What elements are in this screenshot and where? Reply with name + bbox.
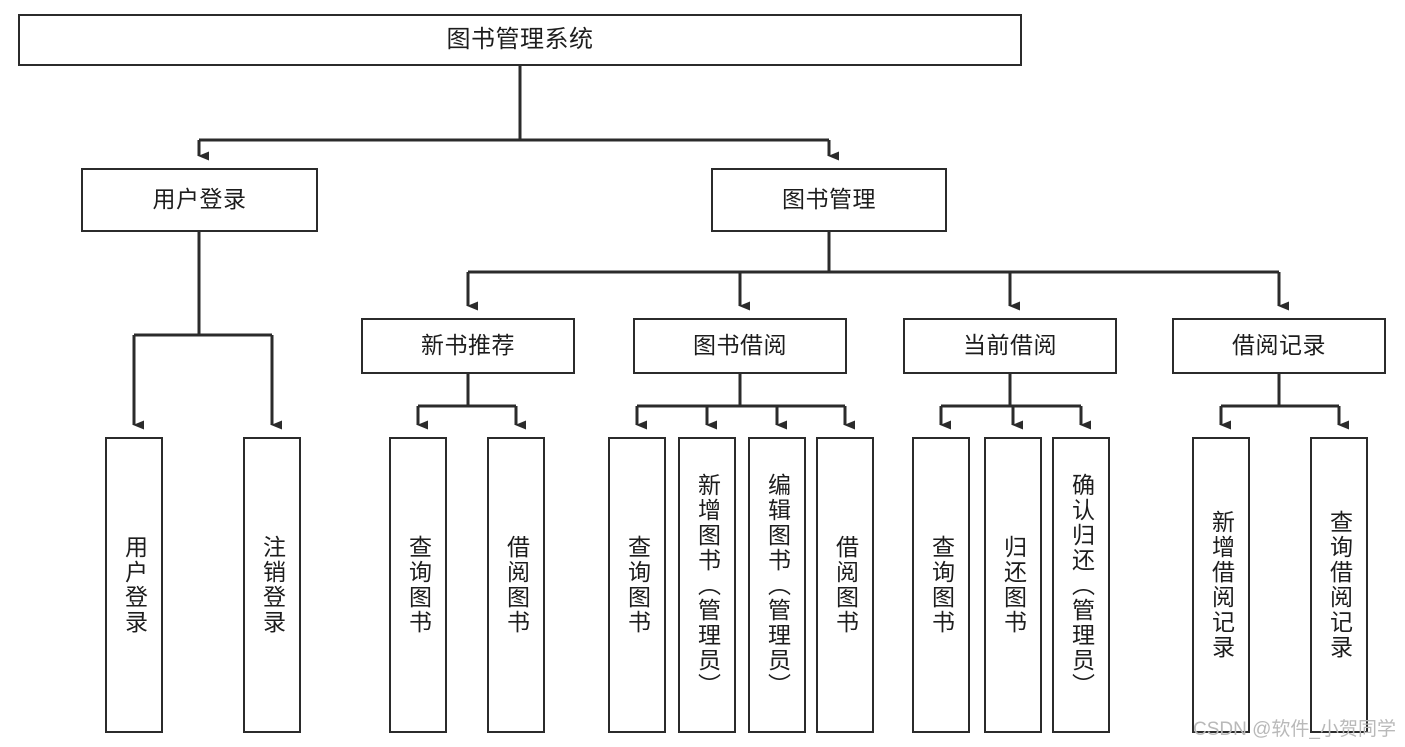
node-leaf-logout-label: 注销登录	[259, 535, 286, 635]
node-leaf-query-record-label: 查询借阅记录	[1326, 510, 1353, 660]
node-user-login[interactable]: 用户登录	[81, 168, 318, 232]
node-leaf-add-record[interactable]: 新增借阅记录	[1192, 437, 1250, 733]
node-leaf-logout[interactable]: 注销登录	[243, 437, 301, 733]
node-root-label: 图书管理系统	[446, 25, 594, 53]
node-book-borrow[interactable]: 图书借阅	[633, 318, 847, 374]
node-user-login-label: 用户登录	[152, 186, 247, 213]
node-book-management-label: 图书管理	[782, 186, 876, 213]
node-leaf-query-book-3[interactable]: 查询图书	[912, 437, 970, 733]
node-new-book-recommend-label: 新书推荐	[421, 332, 515, 359]
node-leaf-borrow-book-1[interactable]: 借阅图书	[487, 437, 545, 733]
node-leaf-borrow-book-2-label: 借阅图书	[832, 535, 859, 635]
node-book-management[interactable]: 图书管理	[711, 168, 947, 232]
watermark: CSDN @软件_小贺同学	[1193, 719, 1396, 740]
node-leaf-borrow-book-2[interactable]: 借阅图书	[816, 437, 874, 733]
node-new-book-recommend[interactable]: 新书推荐	[361, 318, 575, 374]
node-borrow-record[interactable]: 借阅记录	[1172, 318, 1386, 374]
node-leaf-add-book-label: 新增图书（管理员）	[694, 472, 721, 698]
node-leaf-query-book-1-label: 查询图书	[405, 535, 432, 635]
node-leaf-confirm-return-label: 确认归还（管理员）	[1068, 472, 1095, 698]
node-leaf-query-book-2-label: 查询图书	[624, 535, 651, 635]
node-leaf-return-book[interactable]: 归还图书	[984, 437, 1042, 733]
node-leaf-return-book-label: 归还图书	[1000, 535, 1027, 635]
node-current-borrow[interactable]: 当前借阅	[903, 318, 1117, 374]
node-leaf-query-record[interactable]: 查询借阅记录	[1310, 437, 1368, 733]
node-root[interactable]: 图书管理系统	[18, 14, 1022, 66]
node-borrow-record-label: 借阅记录	[1232, 332, 1326, 359]
node-leaf-user-login[interactable]: 用户登录	[105, 437, 163, 733]
node-leaf-edit-book-label: 编辑图书（管理员）	[764, 472, 791, 698]
node-leaf-add-record-label: 新增借阅记录	[1208, 510, 1235, 660]
node-leaf-edit-book[interactable]: 编辑图书（管理员）	[748, 437, 806, 733]
node-current-borrow-label: 当前借阅	[963, 332, 1057, 359]
node-leaf-add-book[interactable]: 新增图书（管理员）	[678, 437, 736, 733]
node-leaf-query-book-3-label: 查询图书	[928, 535, 955, 635]
node-leaf-confirm-return[interactable]: 确认归还（管理员）	[1052, 437, 1110, 733]
node-leaf-query-book-1[interactable]: 查询图书	[389, 437, 447, 733]
node-leaf-user-login-label: 用户登录	[121, 535, 148, 635]
node-leaf-query-book-2[interactable]: 查询图书	[608, 437, 666, 733]
node-leaf-borrow-book-1-label: 借阅图书	[503, 535, 530, 635]
node-book-borrow-label: 图书借阅	[693, 332, 787, 359]
